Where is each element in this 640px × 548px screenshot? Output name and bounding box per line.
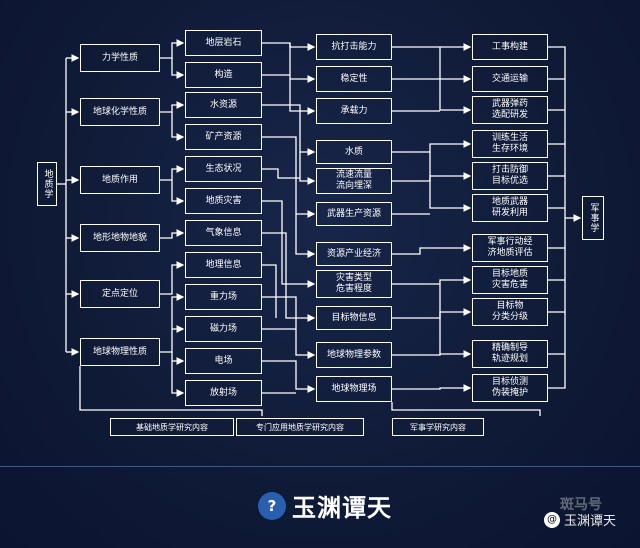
connector: [262, 136, 316, 218]
box-jiaotong: 交通运输: [472, 66, 548, 92]
connector: [299, 152, 316, 185]
box-shuizhi: 水质: [316, 140, 392, 164]
connector: [289, 43, 316, 115]
connector: [262, 200, 316, 288]
box-dixing: 地形地物地貌: [80, 224, 160, 252]
brand-logo: ? 玉渊谭天: [258, 488, 392, 523]
box-jingque: 精确制导 轨迹规划: [472, 340, 548, 368]
box-xingdong: 军事行动经 济地质评估: [472, 234, 548, 262]
box-dianchang: 电场: [185, 348, 262, 374]
box-chengzai: 承载力: [316, 98, 392, 124]
connector: [160, 293, 185, 353]
connector: [392, 350, 472, 358]
box-liusu: 流速流量 流向埋深: [316, 168, 392, 194]
box-diwu-chang: 地球物理场: [316, 376, 392, 402]
box-junshixue: 军事学: [582, 196, 604, 240]
connector: [295, 214, 316, 258]
connector: [262, 296, 316, 359]
box-kangda: 抗打击能力: [316, 34, 392, 60]
box-dafang: 打击防御 目标优选: [472, 162, 548, 190]
connector: [391, 402, 541, 416]
box-zhongli: 重力场: [185, 284, 262, 310]
box-wending: 稳定性: [316, 66, 392, 92]
connector: [79, 366, 263, 416]
connector: [439, 47, 472, 83]
box-ziyuan-jingji: 资源产业经济: [316, 242, 392, 266]
connector: [262, 264, 277, 318]
box-zaihai-leixing: 灾害类型 危害程度: [316, 270, 392, 298]
box-mubiao-fenlei: 目标物 分类分级: [472, 298, 548, 326]
logo-mark-icon: ?: [258, 491, 286, 520]
box-dizhixue: 地质学: [37, 162, 57, 206]
connector: [392, 140, 472, 153]
box-qixiang: 气象信息: [185, 220, 262, 246]
box-zhence: 目标侦测 伪装掩护: [472, 374, 548, 402]
connector: [171, 58, 185, 79]
connector: [548, 46, 566, 389]
connector: [429, 152, 472, 212]
box-fushe: 放射场: [185, 380, 262, 406]
box-diwu: 地球物理性质: [80, 338, 160, 366]
box-dili: 地理信息: [185, 252, 262, 278]
connector: [171, 352, 185, 397]
connector: [171, 112, 185, 141]
connector: [392, 172, 472, 182]
box-wuqi-xuanpei: 武器弹药 选配研发: [472, 96, 548, 124]
box-diceng: 地层岩石: [185, 30, 262, 56]
connector: [392, 244, 472, 255]
box-mubiao-dizhi: 目标地质 灾害危害: [472, 266, 548, 294]
box-gongshi: 工事构建: [472, 34, 548, 60]
box-shengtai: 生态状况: [185, 156, 262, 182]
logo-text: 玉渊谭天: [292, 493, 392, 522]
box-shuiziyuan: 水资源: [185, 92, 262, 118]
connector: [160, 261, 185, 295]
connector: [171, 180, 185, 205]
connector: [160, 229, 185, 239]
box-zaihai: 地质灾害: [185, 188, 262, 214]
box-diwu-canshu: 地球物理参数: [316, 342, 392, 368]
box-dingdian: 定点定位: [80, 280, 160, 308]
box-cili: 磁力场: [185, 316, 262, 342]
faint-watermark: 斑马号: [560, 497, 602, 513]
connector: [262, 360, 316, 393]
connector: [392, 384, 472, 392]
box-gouzao: 构造: [185, 62, 262, 88]
box-mubiao-xinxi: 目标物信息: [316, 306, 392, 330]
watermark-text: 玉渊谭天: [564, 514, 617, 529]
connector: [392, 276, 472, 285]
box-lixue: 力学性质: [80, 44, 160, 72]
watermark-icon: @: [544, 511, 560, 528]
connector: [392, 308, 472, 319]
connector: [262, 104, 316, 156]
watermark: @ 玉渊谭天: [544, 510, 616, 529]
box-dihua: 地球化学性质: [80, 98, 160, 126]
label-junshi: 军事学研究内容: [392, 418, 484, 436]
label-jichu: 基础地质学研究内容: [110, 418, 234, 436]
label-zhuanmen: 专门应用地质学研究内容: [236, 418, 364, 436]
connector: [392, 78, 472, 114]
connector: [160, 165, 185, 181]
connector: [262, 232, 316, 322]
box-kuangchan: 矿产资源: [185, 124, 262, 150]
connector: [160, 39, 185, 59]
connector: [262, 168, 300, 179]
connector: [160, 101, 185, 113]
connector: [262, 42, 316, 51]
box-zuoyong: 地质作用: [80, 166, 160, 194]
box-wuqi-ziyuan: 武器生产资源: [316, 202, 392, 226]
box-dizhi-wuqi: 地质武器 研发利用: [472, 194, 548, 222]
divider-line: [0, 466, 640, 467]
box-xunlian: 训练生活 生存环境: [472, 130, 548, 158]
